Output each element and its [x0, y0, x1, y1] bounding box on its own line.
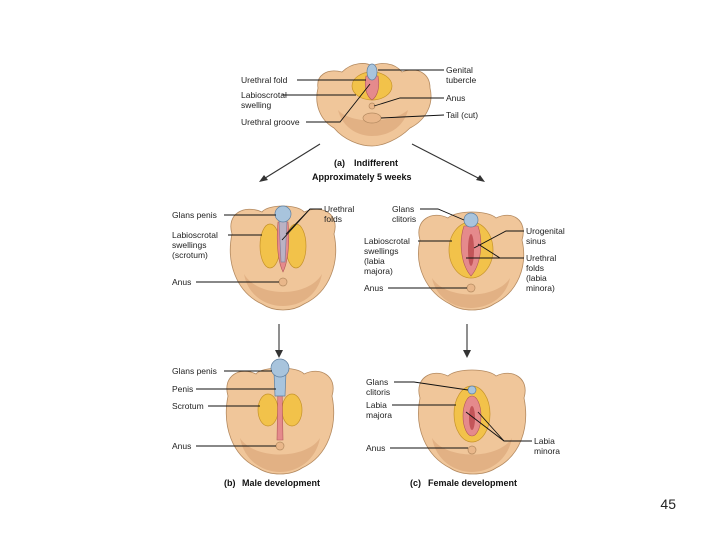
label-anus: Anus [446, 93, 465, 103]
caption-male-development: Male development [242, 478, 320, 488]
leader [394, 381, 469, 391]
label-glans-clitoris: Glans [366, 377, 388, 387]
label-anus: Anus [172, 277, 191, 287]
label-urethral-groove: Urethral groove [241, 117, 300, 127]
label-glans-penis: Glans penis [172, 366, 217, 376]
leader [477, 411, 505, 442]
anus-shape-d [275, 441, 285, 451]
panel-male-development: Glans penis Penis Scrotum Anus (b) Male … [172, 358, 335, 488]
label-urethral-folds-female: folds [526, 263, 544, 273]
slide-page-number: 45 [660, 496, 676, 512]
genital-tubercle-shape [366, 63, 378, 81]
label-labioscrotal-swellings: (scrotum) [172, 250, 208, 260]
urethral-fold-shape [364, 75, 380, 101]
urogenital-sinus-shape [468, 234, 474, 266]
caption-indifferent: Indifferent [354, 158, 398, 168]
label-labia-minora: Labia [534, 436, 555, 446]
female-early-shading [432, 278, 510, 308]
panel-indifferent: Urethral fold Labioscrotal swelling Uret… [241, 63, 485, 182]
label-urethral-folds-female: (labia [526, 273, 547, 283]
label-labioscrotal-swelling: swelling [241, 100, 272, 110]
label-labia-minora: minora [534, 446, 560, 456]
caption-letter-c: (c) [410, 478, 421, 488]
label-genital-tubercle: Genital [446, 65, 473, 75]
label-glans-penis: Glans penis [172, 210, 217, 220]
anus-shape-e [467, 445, 477, 455]
scrotum-swelling-left [259, 223, 281, 269]
leader [281, 208, 311, 241]
caption-letter-a: (a) [334, 158, 345, 168]
leader [420, 208, 465, 221]
label-glans-clitoris: clitoris [392, 214, 416, 224]
anus-shape-b [278, 277, 288, 287]
leader [373, 97, 444, 107]
label-urogenital-sinus: sinus [526, 236, 546, 246]
label-labioscrotal-swellings-female: Labioscrotal [364, 236, 410, 246]
arrow-to-female [411, 143, 483, 181]
label-tail-cut: Tail (cut) [446, 110, 478, 120]
label-genital-tubercle: tubercle [446, 75, 477, 85]
label-urethral-folds: Urethral [324, 204, 354, 214]
leader [473, 230, 524, 249]
label-scrotum: Scrotum [172, 401, 204, 411]
label-labioscrotal-swellings: swellings [172, 240, 207, 250]
scrotum-left-shape [257, 393, 279, 427]
label-labioscrotal-swellings-female: majora) [364, 266, 393, 276]
female-late-shading [432, 438, 512, 472]
glans-penis-late-shape [270, 358, 290, 378]
label-labioscrotal-swellings-female: (labia [364, 256, 385, 266]
male-early-shading [244, 274, 322, 306]
arrowhead [476, 175, 485, 182]
label-urogenital-sinus: Urogenital [526, 226, 565, 236]
label-anus: Anus [172, 441, 191, 451]
label-urethral-folds-female: Urethral [526, 253, 556, 263]
leader [306, 83, 371, 123]
anus-shape-c [466, 283, 476, 293]
label-glans-clitoris: Glans [392, 204, 414, 214]
subcaption-age: Approximately 5 weeks [312, 172, 412, 182]
label-glans-clitoris: clitoris [366, 387, 390, 397]
label-urethral-folds: folds [324, 214, 342, 224]
male-late-shading [240, 438, 320, 472]
glans-penis-shape [274, 205, 292, 223]
scrotum-right-shape [281, 393, 303, 427]
caption-letter-b: (b) [224, 478, 236, 488]
arrow-to-male [261, 143, 321, 181]
label-labioscrotal-swelling: Labioscrotal [241, 90, 287, 100]
label-anus: Anus [364, 283, 383, 293]
label-penis: Penis [172, 384, 193, 394]
panel-female-development: Glans clitoris Labia majora Anus Labia m… [366, 369, 560, 488]
label-anus: Anus [366, 443, 385, 453]
label-labia-majora: Labia [366, 400, 387, 410]
label-urethral-fold: Urethral fold [241, 75, 288, 85]
arrowhead [275, 350, 283, 358]
label-urethral-folds-female: minora) [526, 283, 555, 293]
leader [380, 114, 445, 119]
glans-clitoris-late-shape [467, 385, 477, 395]
panel-male-early: Glans penis Labioscrotal swellings (scro… [172, 204, 354, 358]
tail-shape [362, 112, 382, 124]
label-labia-majora: majora [366, 410, 392, 420]
arrowhead [259, 175, 268, 182]
arrowhead [463, 350, 471, 358]
label-labioscrotal-swellings: Labioscrotal [172, 230, 218, 240]
panel-female-early: Glans clitoris Labioscrotal swellings (l… [364, 204, 565, 358]
vestibule-shape [469, 406, 475, 430]
label-labioscrotal-swellings-female: swellings [364, 246, 399, 256]
caption-female-development: Female development [428, 478, 517, 488]
glans-clitoris-shape [463, 212, 479, 228]
